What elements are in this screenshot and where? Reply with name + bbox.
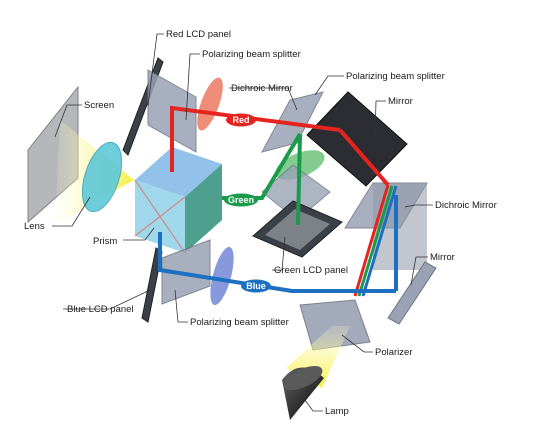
- blue-light-path: [158, 185, 398, 297]
- label-polarizing-beam-splitter-right: Polarizing beam splitter: [346, 71, 445, 82]
- label-screen: Screen: [84, 100, 114, 111]
- label-lamp: Lamp: [325, 406, 349, 417]
- blue-beam-tag: Blue: [241, 279, 271, 293]
- red-beam-tag: Red: [226, 113, 256, 127]
- label-polarizing-beam-splitter-top: Polarizing beam splitter: [202, 49, 301, 60]
- label-red-lcd-panel: Red LCD panel: [166, 29, 231, 40]
- svg-text:Blue: Blue: [246, 281, 266, 291]
- blue-filter: [210, 246, 234, 306]
- top-mirror: [306, 91, 408, 187]
- polarizer-plate: [299, 299, 371, 351]
- label-green-lcd-panel: Green LCD panel: [274, 265, 348, 276]
- label-dichroic-mirror-right: Dichroic Mirror: [435, 200, 497, 211]
- label-blue-lcd-panel: Blue LCD panel: [67, 304, 134, 315]
- prism-cube: [134, 147, 222, 254]
- label-dichroic-mirror-top: Dichroic Mirror: [231, 83, 293, 94]
- label-mirror-top: Mirror: [388, 96, 413, 107]
- green-lcd-window: [265, 209, 330, 250]
- svg-text:Green: Green: [228, 195, 254, 205]
- svg-text:Red: Red: [232, 115, 249, 125]
- right-mirror: [387, 261, 437, 325]
- green-beam-tag: Green: [224, 193, 258, 207]
- label-polarizing-beam-splitter-bottom: Polarizing beam splitter: [190, 317, 289, 328]
- label-prism: Prism: [93, 236, 117, 247]
- lamp: [282, 365, 324, 420]
- lens-shape: [81, 141, 123, 213]
- label-polarizer: Polarizer: [375, 347, 413, 358]
- blue-polarizing-beam-splitter: [161, 239, 211, 305]
- red-filter: [197, 77, 223, 131]
- label-mirror-right: Mirror: [430, 252, 455, 263]
- leader-lines: [52, 33, 433, 412]
- label-lens: Lens: [24, 221, 45, 232]
- red-light-path: [170, 105, 390, 297]
